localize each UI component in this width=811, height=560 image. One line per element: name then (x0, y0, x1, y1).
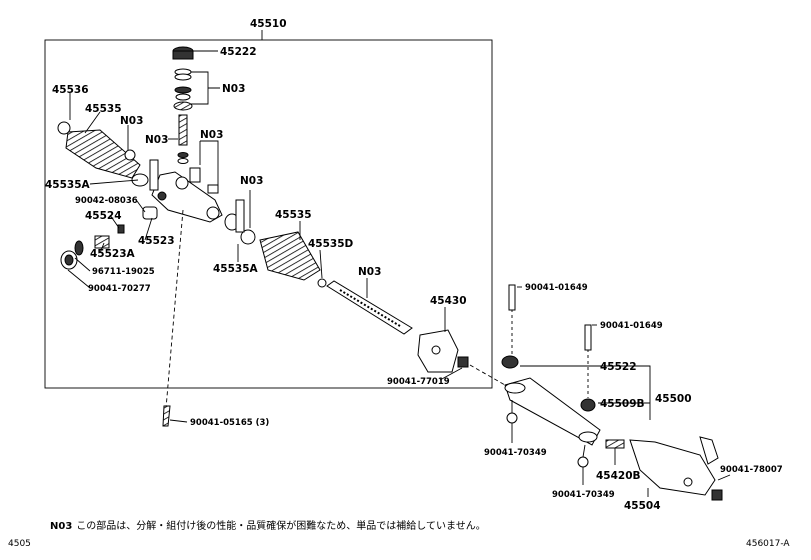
label-90042-08036: 90042-08036 (75, 196, 138, 206)
footer-page-code: 4505 (8, 539, 31, 549)
label-90041-78007: 90041-78007 (720, 465, 783, 475)
footnote-code: N03 (50, 521, 73, 532)
label-90041-70349: 90041-70349 (552, 490, 615, 500)
label-45523: 45523 (138, 235, 175, 247)
pinion-stack (172, 46, 194, 164)
footnote-text: この部品は、分解・組付け後の性能・品質確保が困難なため、単品では補給していません… (76, 521, 486, 532)
label-45523A: 45523A (90, 248, 136, 260)
label-45222: 45222 (220, 46, 257, 58)
bracket-45504 (605, 436, 723, 501)
label-45510: 45510 (250, 18, 287, 30)
adjuster-parts (60, 206, 158, 270)
label-n03: N03 (145, 134, 168, 146)
label-90041-01649: 90041-01649 (600, 321, 663, 331)
label-45420B: 45420B (596, 470, 641, 482)
label-45535: 45535 (85, 103, 122, 115)
bolt-05165 (162, 209, 184, 427)
label-90041-05165: 90041-05165 (3) (190, 418, 269, 428)
label-n03: N03 (240, 175, 263, 187)
boot-left (57, 121, 159, 191)
footer-figure-code: 456017-A (746, 539, 790, 549)
label-90041-01649: 90041-01649 (525, 283, 588, 293)
assembly-45510-box (44, 39, 493, 389)
label-45430: 45430 (430, 295, 467, 307)
label-90041-77019: 90041-77019 (387, 377, 450, 387)
idler-arm (469, 284, 601, 468)
label-45522: 45522 (600, 361, 637, 373)
rack-housing (151, 167, 223, 223)
label-n03: N03 (222, 83, 245, 95)
leader-lines (67, 50, 731, 497)
part-labels: 45510 45222 N03 45536 45535 N03 N03 N03 … (45, 18, 783, 512)
label-45535: 45535 (275, 209, 312, 221)
label-45535A: 45535A (45, 179, 91, 191)
label-96711-19025: 96711-19025 (92, 267, 155, 277)
label-90041-70349: 90041-70349 (484, 448, 547, 458)
boot-right (224, 199, 327, 288)
label-n03: N03 (358, 266, 381, 278)
label-n03: N03 (200, 129, 223, 141)
rack-bar (326, 280, 413, 335)
label-45509B: 45509B (600, 398, 645, 410)
bracket-45430 (417, 329, 469, 373)
label-45524: 45524 (85, 210, 122, 222)
label-45504: 45504 (624, 500, 661, 512)
label-45535D: 45535D (308, 238, 354, 250)
label-45535A: 45535A (213, 263, 259, 275)
label-90041-70277: 90041-70277 (88, 284, 151, 294)
label-n03: N03 (120, 115, 143, 127)
label-45536: 45536 (52, 84, 89, 96)
label-45500: 45500 (655, 393, 692, 405)
